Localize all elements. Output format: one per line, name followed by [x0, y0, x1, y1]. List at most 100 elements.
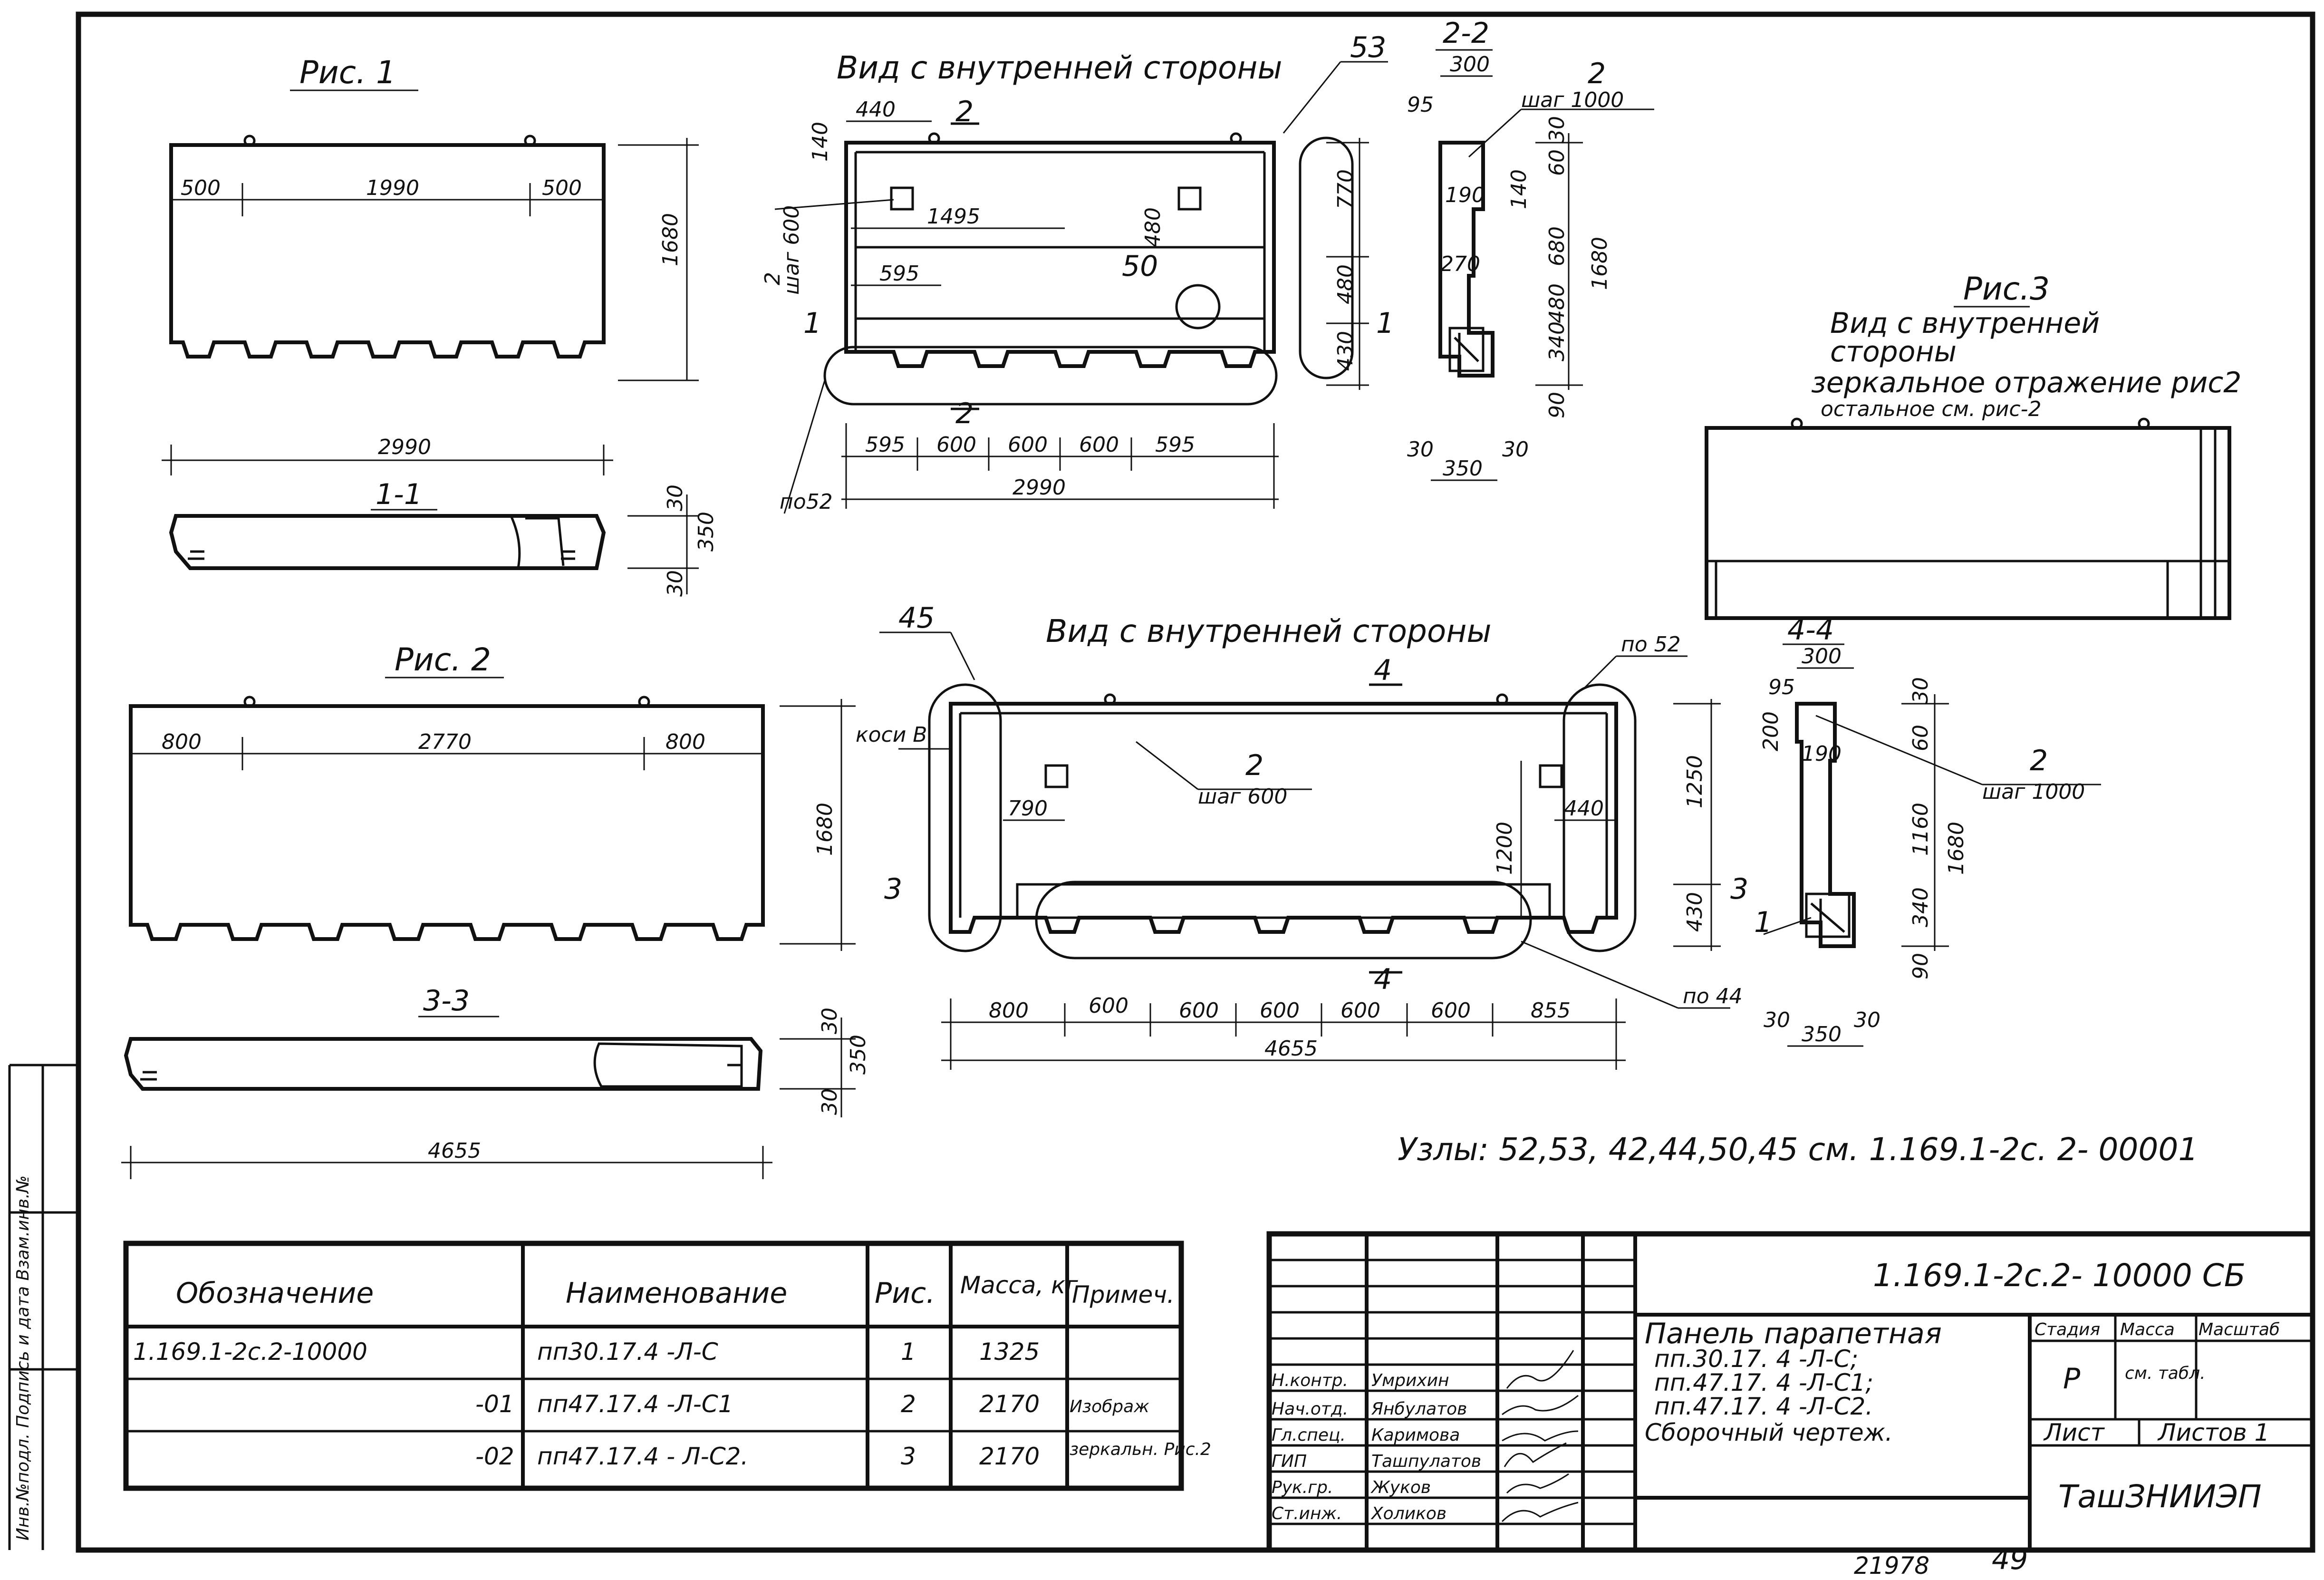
svg-text:190: 190 [1802, 742, 1842, 766]
svg-text:2: 2 [2030, 744, 2048, 777]
svg-text:600: 600 [1008, 433, 1048, 457]
svg-text:680: 680 [1545, 226, 1569, 266]
spec-header-fig: Рис. [875, 1277, 935, 1310]
stamp-scale-header: Масштаб [2199, 1320, 2280, 1339]
svg-text:по 44: по 44 [1683, 984, 1743, 1008]
stamp-name-4: пп.47.17. 4 -Л-С2. [1654, 1393, 1873, 1420]
svg-text:30: 30 [1854, 1008, 1880, 1032]
spec-row-3-note: зеркальн. Рис.2 [1070, 1440, 1211, 1459]
svg-text:800: 800 [989, 998, 1029, 1023]
view2: Вид с внутренней стороны 45 по 52 коси В… [856, 601, 1748, 1070]
svg-text:770: 770 [1333, 169, 1358, 209]
fig3: Рис.3 Вид с внутренней стороны зеркально… [1705, 271, 2241, 620]
svg-text:595: 595 [865, 433, 905, 457]
svg-text:350: 350 [1802, 1022, 1842, 1047]
stamp-person-5: Жуков [1370, 1478, 1431, 1497]
stamp-name-3: пп.47.17. 4 -Л-С1; [1654, 1369, 1873, 1396]
title-block: 1.169.1-2с.2- 10000 СБ Панель парапетная… [1266, 1231, 2315, 1553]
svg-text:90: 90 [1909, 953, 1933, 979]
svg-text:30: 30 [1909, 677, 1933, 704]
spec-row-3-name: пп47.17.4 - Л-С2. [537, 1443, 748, 1470]
spec-row-1-mass: 1325 [979, 1338, 1040, 1366]
fig3-title: Рис.3 [1963, 271, 2050, 307]
svg-text:200: 200 [1759, 711, 1783, 751]
svg-text:595: 595 [1155, 433, 1195, 457]
svg-text:1680: 1680 [1944, 822, 1968, 875]
stamp-sheets-header: Листов 1 [2157, 1419, 2269, 1446]
svg-text:30: 30 [663, 570, 687, 597]
svg-text:4655: 4655 [1264, 1037, 1318, 1061]
view1-title: Вид с внутренней стороны [837, 49, 1283, 86]
margin-text: Инв.№подл. Подпись и дата Взам.инв.№ [13, 1175, 33, 1541]
stamp-org: ТашЗНИИЭП [2058, 1478, 2262, 1515]
spec-row-2-name: пп47.17.4 -Л-С1 [537, 1390, 733, 1418]
svg-text:4655: 4655 [428, 1139, 481, 1163]
svg-text:60: 60 [1545, 149, 1569, 176]
svg-text:стороны: стороны [1830, 335, 1957, 368]
svg-text:500: 500 [181, 176, 221, 200]
footer-page: 49 [1992, 1543, 2028, 1576]
svg-text:2770: 2770 [418, 730, 472, 754]
svg-text:600: 600 [1340, 998, 1380, 1023]
svg-text:430: 430 [1333, 331, 1358, 371]
spec-header-note: Примеч. [1072, 1281, 1175, 1309]
svg-text:зеркальное отражение рис2: зеркальное отражение рис2 [1811, 366, 2241, 399]
svg-text:190: 190 [1445, 183, 1485, 207]
svg-text:350: 350 [694, 512, 718, 552]
svg-text:шаг 600: шаг 600 [780, 205, 804, 295]
svg-text:1990: 1990 [366, 176, 419, 200]
svg-text:300: 300 [1802, 644, 1842, 669]
svg-text:2990: 2990 [378, 435, 431, 459]
spec-row-1-designation: 1.169.1-2с.2-10000 [133, 1338, 367, 1366]
sec44-title: 4-4 [1787, 613, 1834, 647]
svg-text:шаг 1000: шаг 1000 [1982, 780, 2085, 804]
svg-text:600: 600 [1431, 998, 1471, 1023]
svg-text:1: 1 [1754, 906, 1772, 939]
svg-text:1250: 1250 [1683, 755, 1707, 808]
fig1-title: Рис. 1 [299, 54, 396, 91]
svg-text:480: 480 [1545, 283, 1569, 323]
fig2-title: Рис. 2 [395, 641, 491, 678]
svg-text:500: 500 [542, 176, 582, 200]
stamp-mass: см. табл. [2125, 1364, 2206, 1383]
svg-text:595: 595 [879, 262, 919, 286]
stamp-role-4: ГИП [1272, 1452, 1307, 1471]
svg-text:4: 4 [1374, 654, 1392, 687]
view2-title: Вид с внутренней стороны [1046, 613, 1492, 649]
svg-text:45: 45 [898, 601, 935, 635]
svg-text:остальное см. рис-2: остальное см. рис-2 [1821, 397, 2041, 421]
svg-text:1680: 1680 [658, 213, 683, 266]
fig2: Рис. 2 800 2770 800 1680 3-3 30 350 30 4… [121, 641, 870, 1179]
svg-text:30: 30 [1407, 437, 1434, 462]
svg-text:2: 2 [955, 397, 974, 430]
svg-text:350: 350 [846, 1035, 870, 1075]
svg-text:600: 600 [1179, 998, 1219, 1023]
svg-text:30: 30 [1764, 1008, 1790, 1032]
svg-text:53: 53 [1350, 31, 1386, 64]
svg-text:90: 90 [1545, 392, 1569, 418]
section-1-1-title: 1-1 [376, 478, 422, 511]
svg-text:1: 1 [803, 307, 821, 340]
svg-text:1680: 1680 [813, 803, 837, 856]
stamp-name-5: Сборочный чертеж. [1645, 1419, 1893, 1446]
stamp-role-2: Нач.отд. [1272, 1399, 1348, 1419]
spec-row-3-designation: -02 [475, 1443, 514, 1470]
svg-text:440: 440 [856, 97, 896, 122]
svg-text:Вид с внутренней: Вид с внутренней [1830, 307, 2100, 340]
svg-text:2: 2 [1588, 57, 1606, 90]
svg-text:1: 1 [1376, 307, 1394, 340]
svg-text:340: 340 [1909, 887, 1933, 927]
spec-row-2-fig: 2 [901, 1390, 916, 1418]
svg-text:2990: 2990 [1013, 475, 1066, 500]
footer-number: 21978 [1854, 1552, 1929, 1580]
svg-text:140: 140 [808, 122, 832, 162]
section-1-1 [169, 514, 606, 570]
svg-text:коси В: коси В [856, 723, 927, 747]
svg-text:340: 340 [1545, 321, 1569, 361]
stamp-person-2: Янбулатов [1371, 1399, 1467, 1419]
svg-text:1160: 1160 [1909, 803, 1933, 856]
svg-text:800: 800 [162, 730, 202, 754]
svg-text:шаг 1000: шаг 1000 [1521, 88, 1624, 112]
svg-text:шаг 600: шаг 600 [1198, 785, 1287, 809]
